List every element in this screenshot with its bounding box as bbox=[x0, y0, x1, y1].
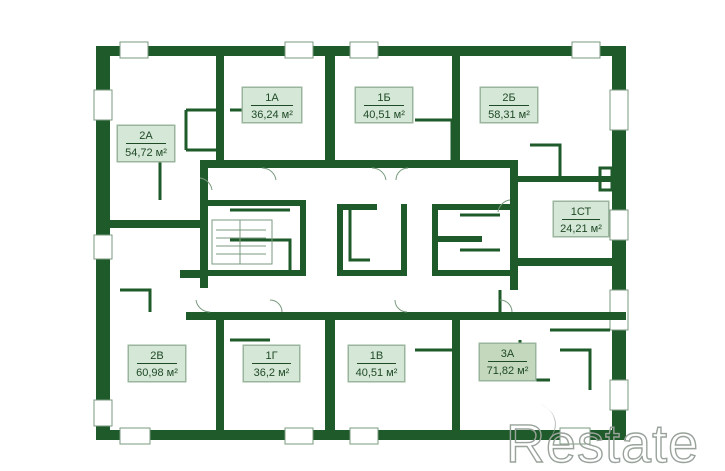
apt-code: 1В bbox=[357, 346, 396, 364]
apt-area: 54,72 м² bbox=[125, 147, 167, 159]
windows bbox=[93, 41, 629, 445]
apt-label-2a[interactable]: 2А 54,72 м² bbox=[117, 125, 175, 162]
apt-label-2b[interactable]: 2Б 58,31 м² bbox=[480, 87, 538, 123]
label-backgrounds bbox=[116, 86, 610, 383]
apt-code: 2Б bbox=[489, 88, 529, 106]
apt-code: 1Б bbox=[364, 88, 404, 106]
apt-label-1g[interactable]: 1Г 36,2 м² bbox=[243, 345, 300, 382]
apt-area: 36,24 м² bbox=[251, 109, 293, 121]
apt-code: 1СТ bbox=[562, 202, 600, 220]
restate-logo: Restate bbox=[505, 404, 699, 471]
logo-text: Restate bbox=[506, 414, 699, 471]
apt-label-3a[interactable]: 3А 71,82 м² bbox=[479, 343, 536, 381]
apt-area: 40,51 м² bbox=[355, 367, 398, 379]
apt-code: 3А bbox=[488, 344, 527, 362]
apt-label-1v[interactable]: 1В 40,51 м² bbox=[348, 345, 405, 382]
doors bbox=[195, 167, 513, 313]
apt-code: 2А bbox=[126, 126, 166, 144]
apt-area: 60,98 м² bbox=[136, 367, 178, 379]
apt-label-1b[interactable]: 1Б 40,51 м² bbox=[355, 87, 413, 123]
apt-label-1st[interactable]: 1СТ 24,21 м² bbox=[553, 201, 609, 237]
apt-code: 2В bbox=[137, 346, 177, 364]
apt-area: 71,82 м² bbox=[486, 365, 529, 377]
apt-area: 40,51 м² bbox=[363, 109, 405, 121]
apt-area: 36,2 м² bbox=[253, 367, 290, 379]
apt-code: 1Г bbox=[252, 346, 291, 364]
apt-label-2v[interactable]: 2В 60,98 м² bbox=[128, 345, 186, 382]
interior-walls bbox=[110, 56, 626, 430]
apt-area: 24,21 м² bbox=[560, 223, 602, 235]
apt-label-1a[interactable]: 1А 36,24 м² bbox=[242, 87, 302, 123]
stair bbox=[211, 219, 273, 265]
apt-area: 58,31 м² bbox=[488, 109, 530, 121]
apt-code: 1А bbox=[251, 88, 293, 106]
